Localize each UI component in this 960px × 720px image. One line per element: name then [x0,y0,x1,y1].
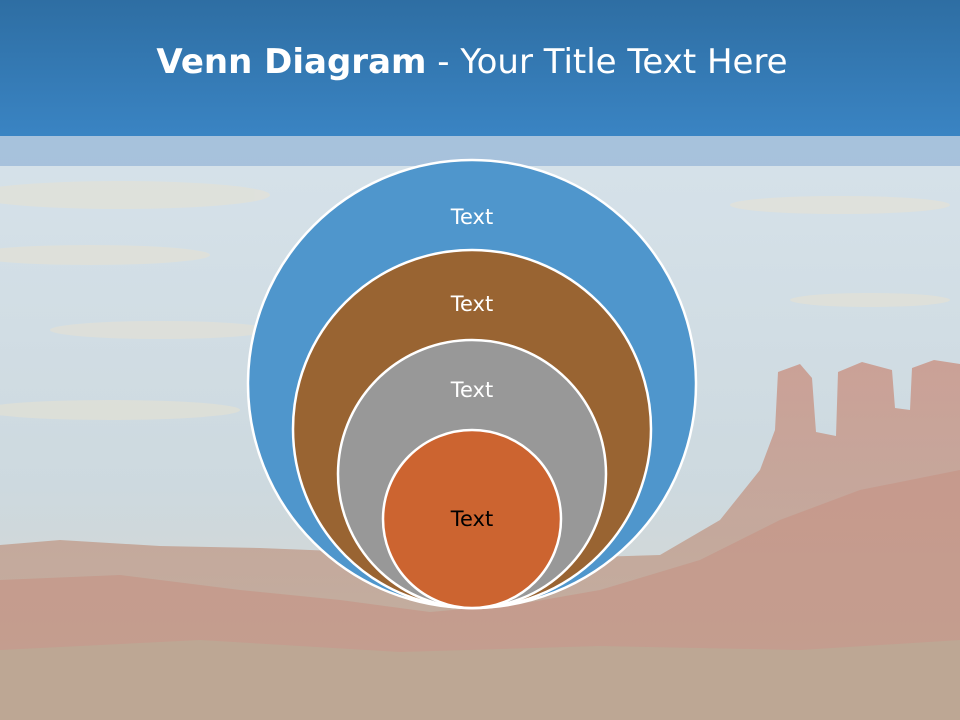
title-bold-part: Venn Diagram [156,42,427,82]
title-bar: Venn Diagram - Your Title Text Here [0,0,960,136]
venn-circle-3-label[interactable]: Text [450,378,493,402]
venn-circle-2-label[interactable]: Text [450,292,493,316]
venn-circle-4[interactable] [381,428,563,610]
slide-title[interactable]: Venn Diagram - Your Title Text Here [0,38,944,86]
venn-circle-1-label[interactable]: Text [450,205,493,229]
venn-circle-4-label[interactable]: Text [450,507,493,531]
title-rest-part: - Your Title Text Here [426,42,788,82]
